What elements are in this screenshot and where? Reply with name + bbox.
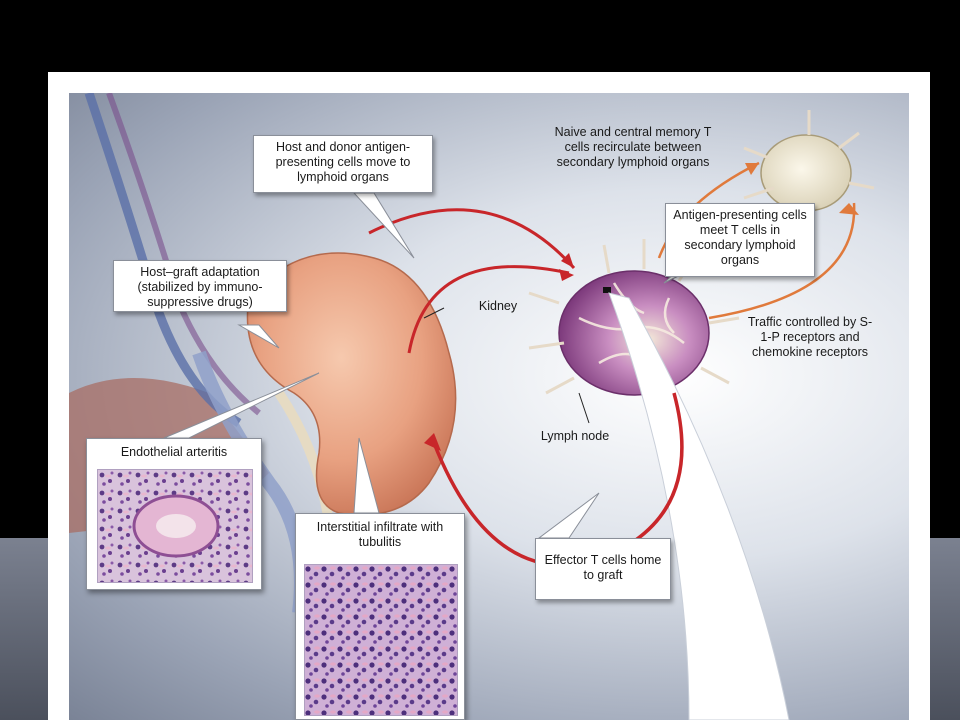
- label-naive-central-memory: Naive and central memory T cells recircu…: [554, 125, 712, 169]
- left-background-band: [0, 538, 48, 720]
- transplant-immunology-figure: Host and donor antigen-presenting cells …: [69, 93, 909, 720]
- arrowhead: [424, 433, 441, 451]
- callout-text: Effector T cells home to graft: [544, 553, 662, 582]
- panel-title: Interstitial infiltrate with tubulitis: [316, 520, 444, 549]
- callout-host-graft-adaptation: Host–graft adaptation (stabilized by imm…: [113, 260, 287, 312]
- ureter: [274, 390, 334, 524]
- callout-tail: [352, 192, 415, 259]
- label-lymph-node: Lymph node: [540, 429, 610, 443]
- apc-migration-arrow: [368, 208, 576, 270]
- figure-illustration: [69, 93, 875, 720]
- callout-text: Host–graft adaptation (stabilized by imm…: [137, 265, 263, 309]
- lymph-node-pointer: [578, 392, 590, 424]
- panel-title: Endothelial arteritis: [120, 445, 228, 459]
- traffic-arrow: [708, 202, 856, 320]
- callout-text: Antigen-presenting cells meet T cells in…: [673, 208, 807, 267]
- arrowhead: [839, 203, 859, 215]
- label-traffic-controlled: Traffic controlled by S-1-P receptors an…: [747, 315, 873, 359]
- arteritis-micrograph: [97, 469, 253, 583]
- callout-tail: [237, 324, 280, 349]
- callout-host-donor-apc: Host and donor antigen-presenting cells …: [253, 135, 433, 193]
- interstitial-infiltrate-panel: Interstitial infiltrate with tubulitis: [295, 513, 465, 720]
- kidney-pointer: [423, 307, 445, 319]
- endothelial-arteritis-panel: Endothelial arteritis: [86, 438, 262, 590]
- kidney-illustration: [246, 252, 457, 516]
- magnified-region-marker: [603, 287, 611, 293]
- right-background-band: [930, 538, 960, 720]
- label-kidney: Kidney: [478, 299, 518, 313]
- apc-migration-arrow-2: [407, 265, 570, 354]
- callout-tail: [537, 492, 600, 539]
- arrowhead: [559, 269, 574, 281]
- arrowhead: [745, 163, 759, 175]
- callout-apc-meet-t-cells: Antigen-presenting cells meet T cells in…: [665, 203, 815, 277]
- arrowhead: [561, 253, 574, 268]
- secondary-lymphoid-organ: [760, 134, 852, 212]
- callout-effector-t-cells: Effector T cells home to graft: [535, 538, 671, 600]
- infiltrate-micrograph: [304, 564, 458, 716]
- secondary-organ-vessels: [743, 110, 875, 200]
- callout-text: Host and donor antigen-presenting cells …: [275, 140, 411, 184]
